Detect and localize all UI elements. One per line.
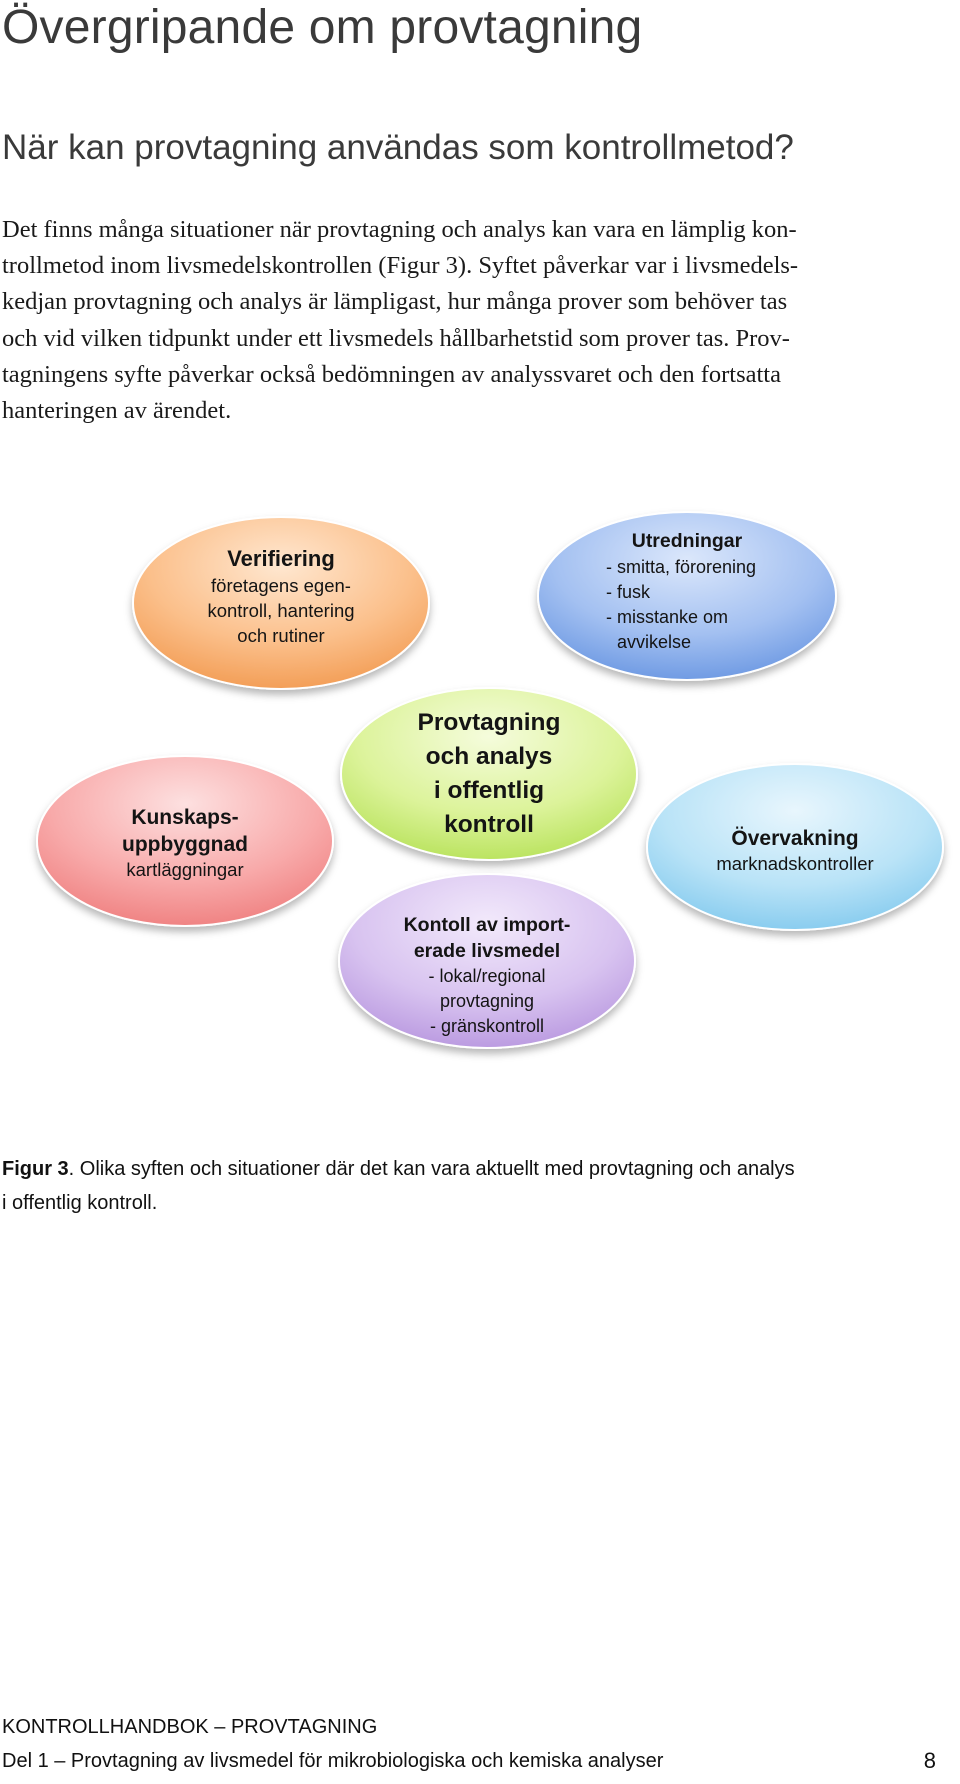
oval-utredningar-line: - smitta, förorening [606, 557, 756, 577]
oval-utredningar-line: avvikelse [617, 632, 691, 652]
oval-center-line: och analys [426, 743, 553, 770]
oval-verifiering-heading: Verifiering [227, 546, 335, 571]
oval-import-line: - lokal/regional [428, 966, 545, 986]
oval-overvakning-heading: Övervakning [731, 827, 858, 850]
caption-line: i offentlig kontroll. [2, 1192, 158, 1214]
oval-kunskap-line: Kunskaps- [131, 806, 238, 829]
body-line: kedjan provtagning och analys är lämplig… [2, 288, 788, 316]
oval-utredningar-heading: Utredningar [632, 530, 743, 552]
body-line: Det finns många situationer när provtagn… [2, 216, 797, 243]
oval-kunskapsuppbyggnad: Kunskaps- uppbyggnad kartläggningar [36, 755, 334, 927]
oval-import: Kontoll av import- erade livsmedel - lok… [338, 873, 636, 1049]
oval-center-line: kontroll [444, 811, 534, 838]
oval-verifiering-line: kontroll, hantering [207, 600, 354, 621]
oval-import-line: - gränskontroll [430, 1016, 544, 1036]
body-line: hanteringen av ärendet. [2, 397, 232, 425]
section-heading: När kan provtagning användas som kontrol… [2, 128, 794, 167]
oval-import-heading: erade livsmedel [414, 940, 560, 962]
body-line: tagningens syfte påverkar också bedömnin… [2, 360, 781, 388]
oval-center-line: Provtagning [418, 709, 561, 736]
oval-overvakning-sub: marknadskontroller [716, 853, 873, 874]
oval-kunskap-sub: kartläggningar [126, 859, 243, 880]
footer-document-title: Del 1 – Provtagning av livsmedel för mik… [2, 1750, 664, 1772]
oval-provtagning-center: Provtagning och analys i offentlig kontr… [340, 687, 638, 861]
page-title: Övergripande om provtagning [2, 1, 643, 54]
oval-center-line: i offentlig [434, 777, 544, 804]
oval-verifiering-line: och rutiner [237, 625, 324, 646]
oval-import-heading: Kontoll av import- [404, 914, 571, 936]
oval-kunskap-line: uppbyggnad [122, 833, 248, 856]
page-number: 8 [923, 1748, 936, 1773]
oval-import-line: provtagning [440, 991, 534, 1011]
body-paragraph: Det finns många situationer när provtagn… [2, 212, 948, 429]
figure-diagram: Verifiering företagens egen- kontroll, h… [36, 511, 944, 1049]
oval-utredningar: Utredningar - smitta, förorening - fusk … [537, 511, 837, 681]
oval-utredningar-line: - fusk [606, 582, 651, 602]
caption-text: . Olika syften och situationer där det k… [68, 1158, 795, 1180]
caption-line: Figur 3. Olika syften och situationer dä… [2, 1152, 922, 1186]
oval-verifiering-line: företagens egen- [211, 575, 351, 596]
oval-utredningar-line: - misstanke om [606, 607, 728, 627]
body-line: trollmetod inom livsmedelskontrollen (Fi… [2, 252, 799, 280]
body-line: och vid vilken tidpunkt under ett livsme… [2, 324, 790, 352]
oval-overvakning: Övervakning marknadskontroller [646, 763, 944, 931]
oval-verifiering: Verifiering företagens egen- kontroll, h… [132, 516, 430, 690]
footer-series-title: KONTROLLHANDBOK – PROVTAGNING [2, 1716, 378, 1738]
figure-caption: Figur 3. Olika syften och situationer dä… [2, 1152, 922, 1220]
caption-label: Figur 3 [2, 1158, 69, 1180]
